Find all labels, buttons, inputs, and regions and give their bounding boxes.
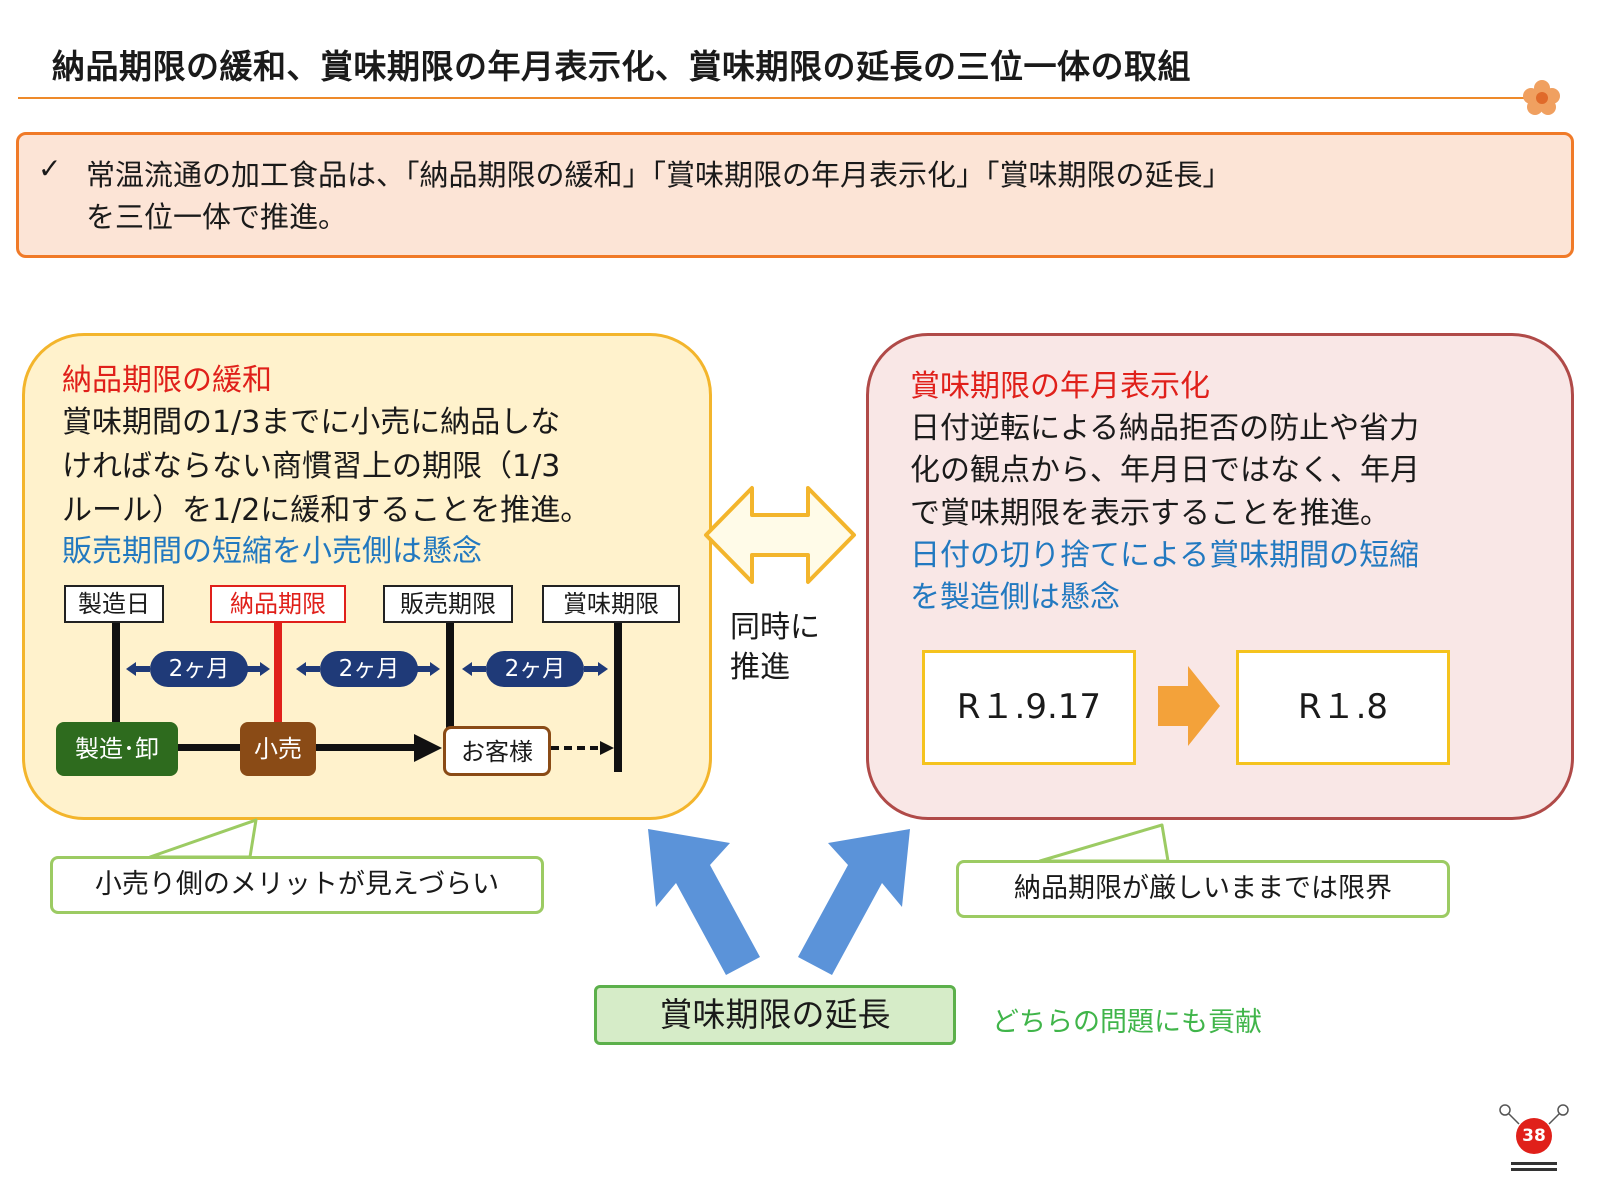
label-delivery-deadline: 納品期限 (210, 585, 346, 623)
date-year-month-example: R１.8 (1236, 650, 1450, 765)
timeline-post-manufacture (112, 622, 120, 726)
delivery-deadline-text-2: ければならない商慣習上の期限（1/3 (62, 449, 561, 484)
year-month-text-3: で賞味期限を表示することを推進。 (910, 496, 1390, 531)
timeline-post-sale (446, 622, 454, 728)
flow-line-maker-retail (178, 744, 240, 751)
callout-limit: 納品期限が厳しいままでは限界 (956, 860, 1450, 918)
callout-retail-merit: 小売り側のメリットが見えづらい (50, 856, 544, 914)
title-divider (18, 97, 1533, 99)
contribution-note: どちらの問題にも貢献 (992, 1007, 1262, 1038)
contribution-arrows (648, 829, 910, 975)
year-month-text-2: 化の観点から、年月日ではなく、年月 (910, 453, 1420, 488)
label-manufacture-date: 製造日 (64, 585, 164, 623)
summary-box (16, 132, 1574, 258)
check-icon: ✓ (38, 152, 62, 185)
flow-line-retail-customer (316, 744, 416, 751)
label-sale-deadline: 販売期限 (383, 585, 513, 623)
summary-text-line-1: 常温流通の加工食品は、「納品期限の緩和」「賞味期限の年月表示化」「賞味期限の延長… (86, 158, 1232, 192)
node-customer: お客様 (443, 726, 551, 776)
delivery-deadline-text-1: 賞味期間の1/3までに小売に納品しな (62, 405, 561, 440)
year-month-heading: 賞味期限の年月表示化 (910, 369, 1210, 404)
retail-concern-text: 販売期間の短縮を小売側は懸念 (62, 534, 482, 569)
interval-pill-2: 2ヶ月 (320, 651, 418, 687)
best-before-extension-box: 賞味期限の延長 (594, 985, 956, 1045)
year-month-text-1: 日付逆転による納品拒否の防止や省力 (910, 411, 1420, 446)
timeline-post-best-before (614, 622, 622, 772)
page-title: 納品期限の緩和、賞味期限の年月表示化、賞味期限の延長の三位一体の取組 (52, 47, 1191, 86)
page-mascot-icon (1499, 1104, 1569, 1171)
callout-tails (148, 818, 1170, 863)
simultaneous-text-line-2: 推進 (730, 650, 790, 685)
flower-ornament-icon (1523, 80, 1560, 115)
interval-pill-3: 2ヶ月 (486, 651, 584, 687)
page-number: 38 (1522, 1126, 1546, 1146)
delivery-deadline-heading: 納品期限の緩和 (62, 363, 272, 398)
timeline-diagram (112, 622, 622, 772)
interval-pill-1: 2ヶ月 (150, 651, 248, 687)
date-full-example: R１.9.17 (922, 650, 1136, 765)
interval-arrows (126, 662, 608, 676)
node-retailer: 小売 (240, 722, 316, 776)
label-best-before: 賞味期限 (542, 585, 680, 623)
arrow-up-right-icon (798, 829, 910, 975)
flow-arrowhead (414, 734, 442, 762)
delivery-deadline-text-3: ルール）を1/2に緩和することを推進。 (62, 493, 591, 528)
node-manufacturer-wholesaler: 製造･卸 (56, 722, 178, 776)
arrow-up-left-icon (648, 829, 760, 975)
timeline-post-delivery (274, 622, 282, 724)
simultaneous-text-line-1: 同時に (730, 610, 820, 645)
right-arrow-icon (1158, 666, 1220, 746)
maker-concern-text-2: を製造側は懸念 (910, 580, 1120, 615)
maker-concern-text-1: 日付の切り捨てによる賞味期間の短縮 (910, 538, 1420, 573)
summary-text-line-2: を三位一体で推進。 (86, 200, 348, 234)
double-arrow-icon (704, 486, 856, 584)
